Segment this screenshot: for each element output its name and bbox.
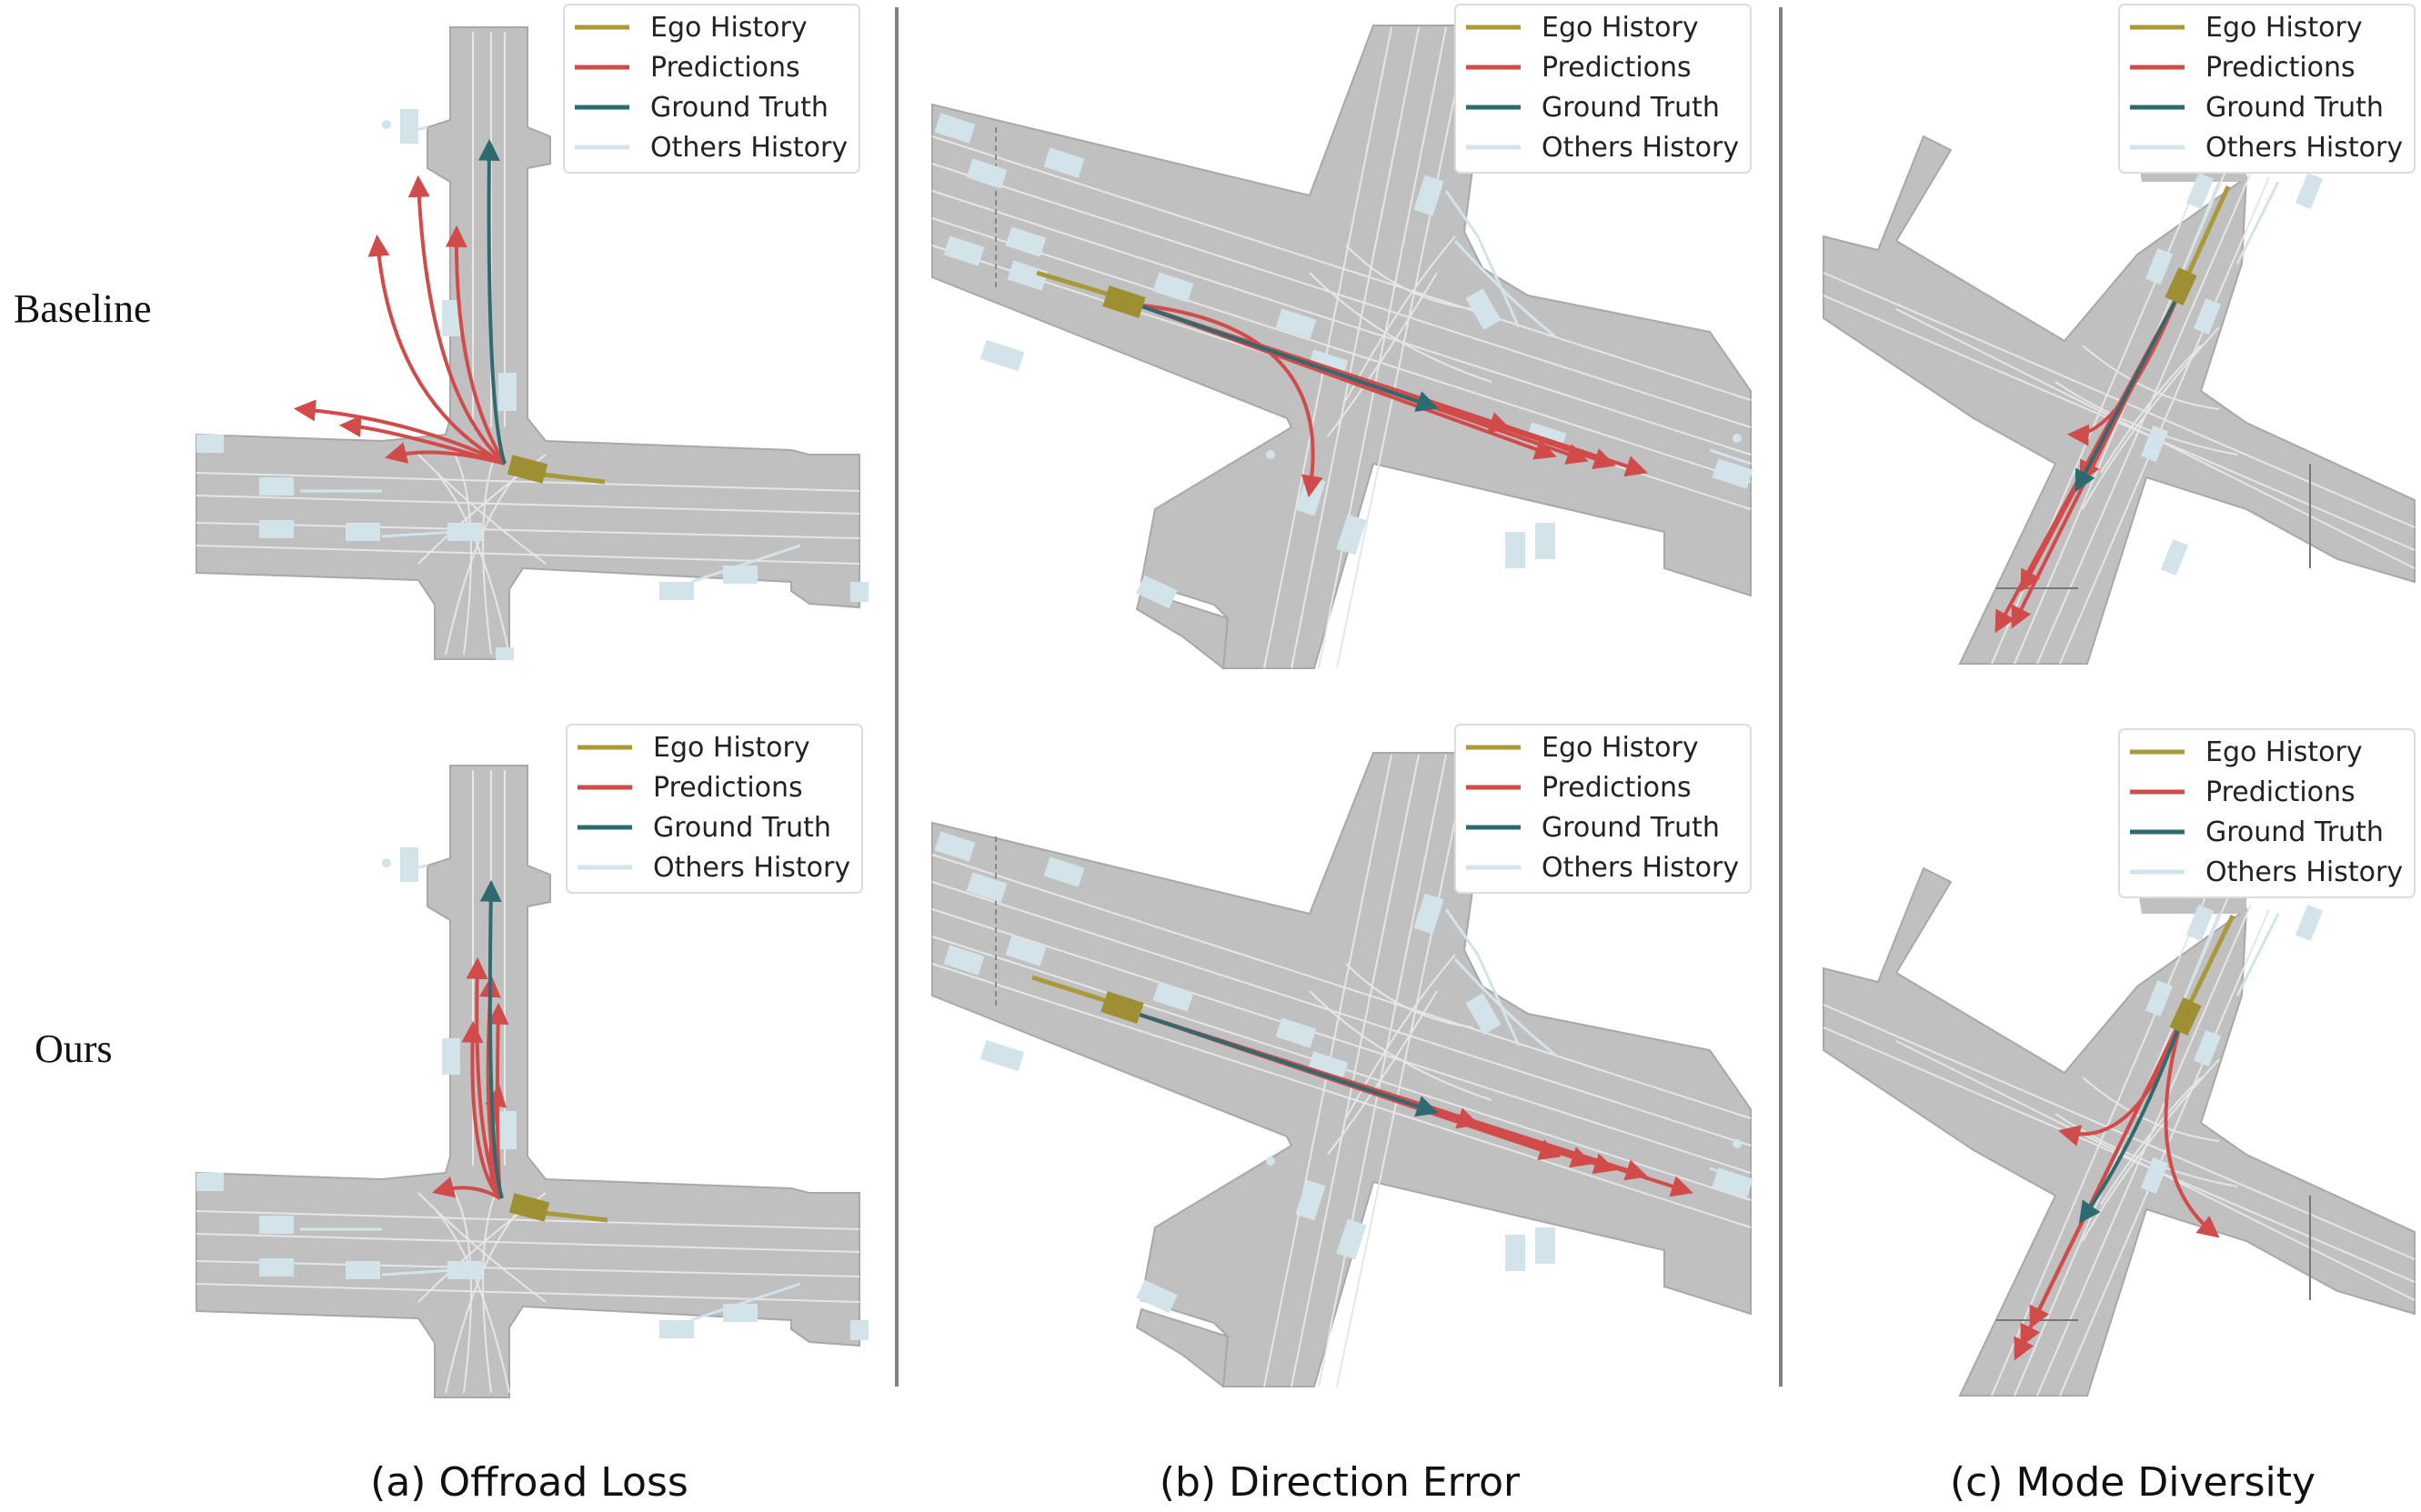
legend-others-history: Others History <box>2205 856 2403 888</box>
panel-c-baseline: Ego History Predictions Ground Truth Oth… <box>1823 4 2416 665</box>
legend-ego-history: Ego History <box>653 732 810 764</box>
other-agents <box>934 831 1753 1314</box>
legend-predictions: Predictions <box>653 772 803 804</box>
legend: Ego History Predictions Ground Truth Oth… <box>563 4 860 174</box>
legend-predictions: Predictions <box>650 52 800 84</box>
ego-history-path <box>2185 914 2235 1011</box>
legend-others-history: Others History <box>653 852 850 884</box>
ego-vehicle <box>507 455 548 484</box>
legend-predictions: Predictions <box>2205 52 2356 84</box>
legend-ego-history: Ego History <box>650 12 808 44</box>
legend: Ego History Predictions Ground Truth Oth… <box>2118 728 2416 898</box>
panel-b-baseline: Ego History Predictions Ground Truth Oth… <box>931 4 1753 670</box>
ground-truth-path <box>477 138 507 465</box>
legend: Ego History Predictions Ground Truth Oth… <box>1454 4 1752 174</box>
ground-truth-path <box>2078 1016 2185 1224</box>
row-label-ours: Ours <box>35 1026 113 1071</box>
road-map <box>1823 135 2416 665</box>
ground-truth-path <box>479 879 504 1199</box>
ego-vehicle <box>1100 991 1144 1024</box>
panel-a-baseline: Ego History Predictions Ground Truth Oth… <box>196 4 869 660</box>
legend-ego-history: Ego History <box>1542 732 1699 764</box>
legend-ground-truth: Ground Truth <box>650 92 829 124</box>
predictions <box>432 956 509 1200</box>
legend-predictions: Predictions <box>1542 772 1692 804</box>
ego-history-path <box>1031 975 1120 1007</box>
ego-vehicle <box>508 1193 550 1222</box>
other-agents <box>196 109 869 660</box>
ego-vehicle <box>1102 285 1146 318</box>
ego-vehicle <box>2165 267 2197 305</box>
legend: Ego History Predictions Ground Truth Oth… <box>2118 4 2416 174</box>
legend-ground-truth: Ground Truth <box>2205 92 2384 124</box>
legend-predictions: Predictions <box>1542 52 1692 84</box>
legend-predictions: Predictions <box>2205 776 2356 808</box>
legend-ground-truth: Ground Truth <box>2205 816 2384 848</box>
ground-truth-path <box>1136 303 1439 412</box>
legend-others-history: Others History <box>2205 132 2403 164</box>
legend-ground-truth: Ground Truth <box>1542 92 1720 124</box>
legend-ego-history: Ego History <box>2205 12 2363 44</box>
caption-mode-diversity: (c) Mode Diversity <box>1950 1459 2316 1506</box>
ground-truth-path <box>2074 295 2180 493</box>
ego-history-path <box>2180 185 2231 288</box>
legend-ground-truth: Ground Truth <box>653 812 831 844</box>
panel-b-ours: Ego History Predictions Ground Truth Oth… <box>931 724 1753 1388</box>
caption-direction-error: (b) Direction Error <box>1160 1459 1521 1506</box>
legend-ego-history: Ego History <box>1542 12 1699 44</box>
legend-others-history: Others History <box>650 132 848 164</box>
legend-ground-truth: Ground Truth <box>1542 812 1720 844</box>
other-agents <box>2140 904 2324 1195</box>
legend: Ego History Predictions Ground Truth Oth… <box>1454 724 1752 894</box>
legend-others-history: Others History <box>1542 132 1739 164</box>
ground-truth-path <box>1122 1007 1439 1117</box>
other-agents <box>2140 172 2324 576</box>
legend-ego-history: Ego History <box>2205 736 2363 768</box>
panel-c-ours: Ego History Predictions Ground Truth Oth… <box>1823 728 2416 1397</box>
predictions <box>293 175 507 466</box>
legend-others-history: Others History <box>1542 852 1739 884</box>
legend: Ego History Predictions Ground Truth Oth… <box>566 724 863 894</box>
row-label-baseline: Baseline <box>14 286 152 331</box>
road-map <box>1823 866 2416 1397</box>
panel-a-ours: Ego History Predictions Ground Truth Oth… <box>196 724 869 1398</box>
ego-vehicle <box>2169 997 2202 1036</box>
road-map <box>196 765 860 1398</box>
other-agents <box>196 847 869 1340</box>
caption-offroad-loss: (a) Offroad Loss <box>370 1459 688 1506</box>
